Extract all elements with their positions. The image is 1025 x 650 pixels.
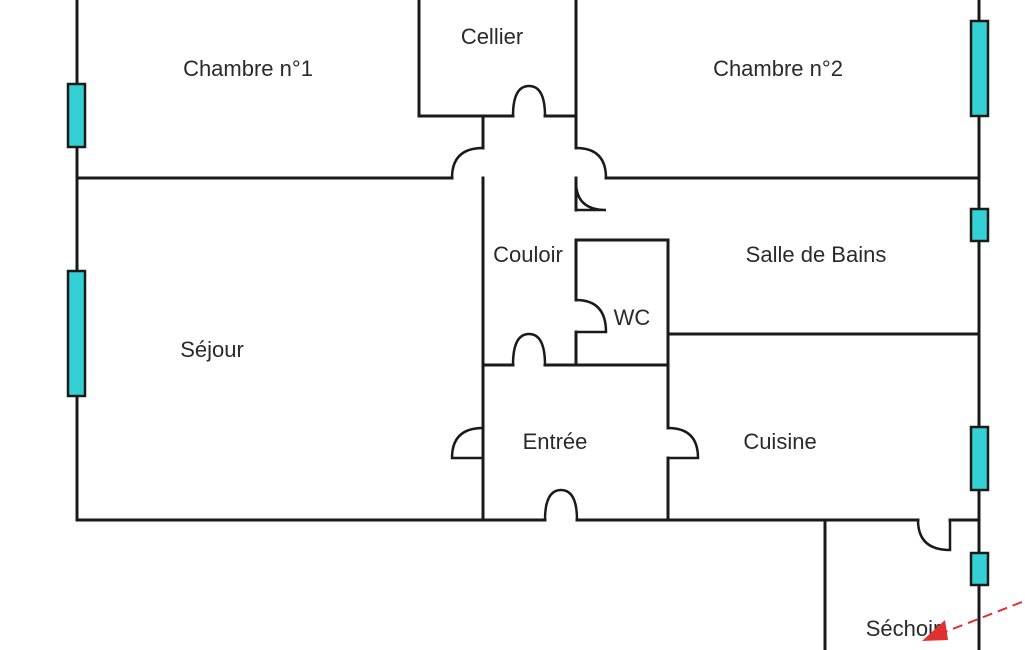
doors: [450, 84, 952, 552]
door-swing-icon: [575, 298, 608, 334]
walls: [75, 0, 981, 650]
door-swing-icon: [450, 146, 484, 179]
room-label-cuisine: Cuisine: [743, 429, 816, 454]
room-labels: Chambre n°1 Cellier Chambre n°2 Couloir …: [180, 24, 940, 641]
door-swing-icon: [511, 84, 547, 117]
arrow-line: [944, 601, 1023, 633]
window-icon: [969, 207, 990, 243]
window-icon: [66, 269, 87, 398]
room-label-entree: Entrée: [523, 429, 588, 454]
room-label-sejour: Séjour: [180, 337, 244, 362]
door-swing-icon: [511, 332, 547, 366]
room-label-salle-de-bains: Salle de Bains: [746, 242, 887, 267]
window-icon: [969, 425, 990, 492]
room-label-wc: WC: [614, 305, 651, 330]
window-icon: [969, 19, 990, 118]
room-label-chambre2: Chambre n°2: [713, 56, 843, 81]
door-swing-icon: [450, 426, 484, 460]
windows: [66, 19, 990, 587]
door-swing-icon: [543, 488, 579, 521]
direction-arrow-icon: [922, 601, 1023, 641]
door-swing-icon: [575, 146, 608, 179]
door-swing-icon: [916, 519, 952, 552]
window-icon: [66, 82, 87, 149]
room-label-couloir: Couloir: [493, 242, 563, 267]
room-label-cellier: Cellier: [461, 24, 523, 49]
arrow-head: [922, 620, 948, 641]
window-icon: [969, 551, 990, 587]
door-swing-icon: [574, 178, 607, 212]
room-label-chambre1: Chambre n°1: [183, 56, 313, 81]
door-swing-icon: [667, 426, 700, 460]
